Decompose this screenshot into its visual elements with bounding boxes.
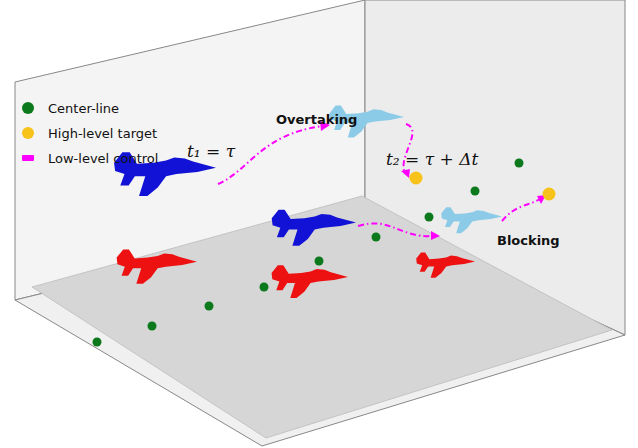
high-level-targets <box>410 172 556 201</box>
ground-plane <box>32 196 612 438</box>
maneuver-label: Blocking <box>497 233 560 248</box>
legend-text: Low-level control <box>48 151 158 166</box>
legend-text: Center-line <box>48 101 119 116</box>
low-level-control-paths <box>218 124 540 236</box>
time-label: t₂ = τ + Δt <box>386 149 478 169</box>
legend-swatch <box>22 102 34 114</box>
arrow-heads <box>320 121 546 240</box>
red-jets <box>117 249 475 298</box>
legend-swatch <box>22 127 34 139</box>
legend-text: High-level target <box>48 126 157 141</box>
blue-jets <box>114 152 356 246</box>
legend-entry: Low-level control <box>22 149 158 167</box>
maneuver-label: Overtaking <box>276 112 357 127</box>
time-label: t₁ = τ <box>187 141 235 161</box>
legend-entry: High-level target <box>22 124 157 142</box>
legend-entry: Center-line <box>22 99 119 117</box>
legend-swatch <box>22 155 34 161</box>
